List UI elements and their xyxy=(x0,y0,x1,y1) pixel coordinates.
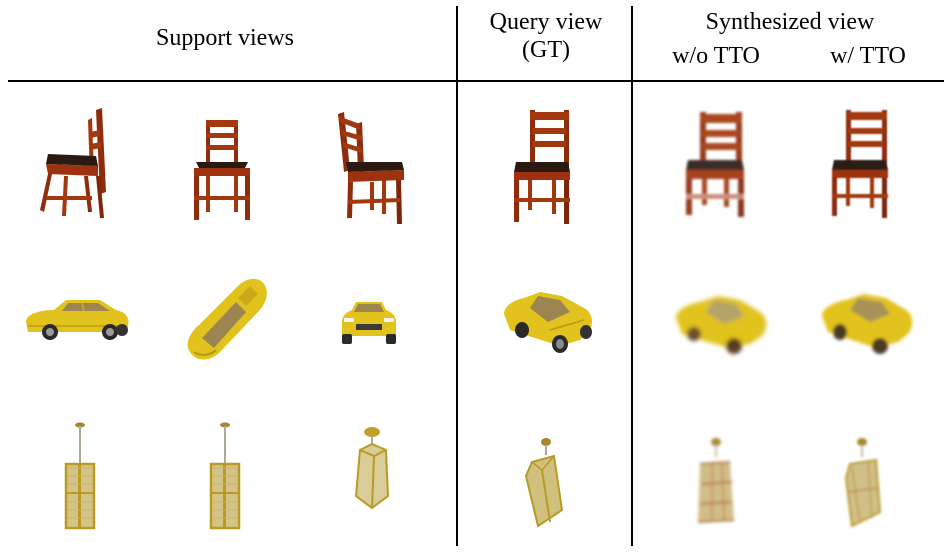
synthesized-view-header: Synthesized view xyxy=(705,9,875,35)
lamp-query-view-gt xyxy=(524,438,564,528)
lamp-support-view-3 xyxy=(354,427,390,510)
column-divider-synth xyxy=(631,6,633,546)
chair-support-view-3 xyxy=(338,112,404,224)
car-support-view-1 xyxy=(26,300,129,340)
without-tto-header: w/o TTO xyxy=(672,43,760,69)
chair-synthesized-with-tto xyxy=(832,110,888,218)
car-support-view-3 xyxy=(342,302,396,344)
support-views-header: Support views xyxy=(156,25,294,51)
car-synthesized-without-tto xyxy=(676,296,767,354)
chair-synthesized-without-tto xyxy=(686,112,744,217)
query-view-header-line1: Query view xyxy=(489,9,603,35)
car-query-view-gt xyxy=(504,292,592,353)
car-support-view-2 xyxy=(187,278,267,360)
with-tto-header: w/ TTO xyxy=(830,43,906,69)
header-rule xyxy=(8,80,944,82)
lamp-support-view-2 xyxy=(209,422,241,530)
chair-support-view-2 xyxy=(194,120,250,220)
query-view-header: Query view (GT) xyxy=(462,8,630,64)
chair-support-view-1 xyxy=(40,108,106,218)
lamp-synthesized-without-tto xyxy=(697,438,735,523)
lamp-support-view-1 xyxy=(64,422,96,530)
lamp-synthesized-with-tto xyxy=(844,438,882,528)
query-view-header-line2: (GT) xyxy=(522,37,570,63)
column-divider-query xyxy=(456,6,458,546)
car-synthesized-with-tto xyxy=(822,294,913,354)
chair-query-view-gt xyxy=(514,110,570,224)
